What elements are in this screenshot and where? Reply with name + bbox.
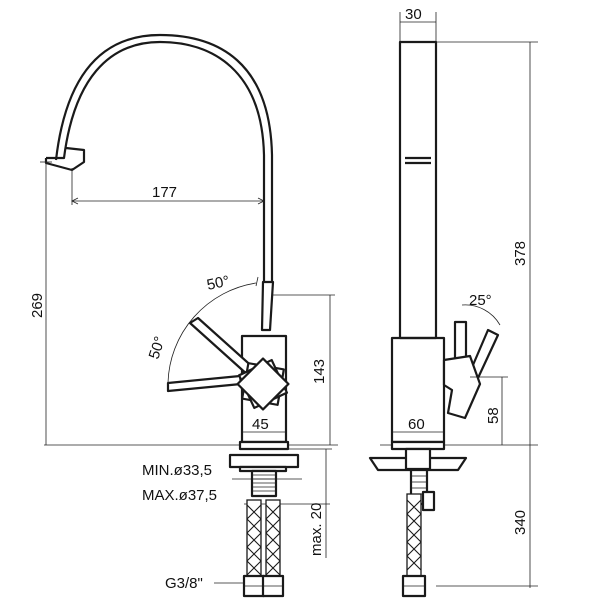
spout-width-dimension: 30 xyxy=(399,6,437,45)
spout-height-dimension: 378 xyxy=(436,41,538,445)
total-height-label: 269 xyxy=(29,293,46,318)
max-thickness-dimension: max. 20 xyxy=(278,448,332,558)
hose-length-label: 340 xyxy=(512,510,529,535)
total-height-dimension: 269 xyxy=(29,161,52,445)
hose-length-dimension: 340 xyxy=(436,445,538,588)
gooseneck-spout xyxy=(44,33,274,292)
spout-front xyxy=(398,40,438,340)
lower-angle-label: 50° xyxy=(146,334,169,361)
body-height-label: 143 xyxy=(311,359,328,384)
mounting-base xyxy=(228,440,300,498)
braided-hoses-left xyxy=(242,499,285,598)
spout-height-label: 378 xyxy=(512,241,529,266)
max-thickness-label: max. 20 xyxy=(308,503,325,556)
lever-handles xyxy=(166,280,275,393)
front-view: 30 378 60 25° xyxy=(368,6,538,598)
reach-dimension: 177 xyxy=(71,168,265,205)
base-width-label: 60 xyxy=(408,416,425,433)
thread-label-group: G3/8" xyxy=(165,575,244,592)
lever-angle-label: 25° xyxy=(469,292,492,309)
lever-height-dimension: 58 xyxy=(470,376,508,445)
lever-front: 25° xyxy=(442,292,501,420)
hole-max-label: MAX.ø37,5 xyxy=(142,487,217,504)
body-width-label: 45 xyxy=(252,416,269,433)
hole-diameter-labels: MIN.ø33,5 MAX.ø37,5 xyxy=(142,462,330,505)
braided-hose-front xyxy=(401,493,427,598)
lever-height-label: 58 xyxy=(485,407,502,424)
thread-label: G3/8" xyxy=(165,575,203,592)
lever-angle-arc: 50° 50° xyxy=(146,273,259,384)
mounting-base-front xyxy=(368,440,468,512)
upper-angle-label: 50° xyxy=(205,273,231,294)
hole-min-label: MIN.ø33,5 xyxy=(142,462,212,479)
body-front: 60 xyxy=(390,336,446,444)
side-view: 177 269 45 xyxy=(29,33,338,598)
reach-dimension-label: 177 xyxy=(152,184,177,201)
spout-width-label: 30 xyxy=(405,6,422,23)
body-height-dimension: 143 xyxy=(272,294,335,445)
rotating-cap xyxy=(236,357,290,411)
